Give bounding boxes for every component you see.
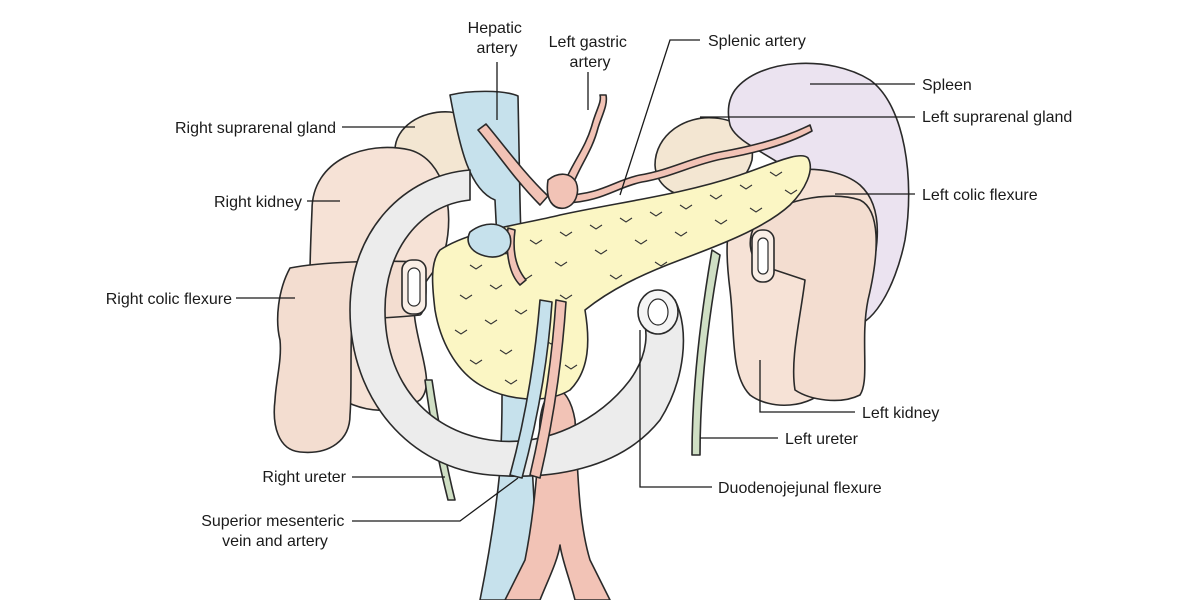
label-left-suprarenal-gland: Left suprarenal gland [922, 109, 1072, 126]
duodenum [349, 169, 685, 477]
label-superior-mesenteric-line2: vein and artery [222, 533, 328, 550]
label-right-suprarenal-gland: Right suprarenal gland [175, 120, 336, 137]
label-superior-mesenteric-line1: Superior mesenteric [201, 513, 344, 530]
hepatic-artery [477, 123, 549, 206]
pancreas-texture [454, 171, 798, 385]
leader-duodenojejunal-flexure [639, 330, 712, 488]
left-colic-flexure [749, 195, 877, 402]
coeliac-trunk [546, 173, 579, 209]
pancreas [431, 154, 812, 400]
label-left-kidney: Left kidney [862, 405, 939, 422]
leader-splenic-artery [619, 39, 700, 196]
left-colon-cut-lumen [757, 237, 769, 275]
label-hepatic-artery-line1: Hepatic [468, 20, 522, 37]
label-left-gastric-artery: Left gastric artery [549, 34, 632, 71]
label-spleen: Spleen [922, 77, 972, 94]
left-ureter [691, 249, 721, 456]
label-superior-mesenteric: Superior mesenteric vein and artery [201, 513, 349, 550]
label-left-ureter: Left ureter [785, 431, 859, 448]
label-left-colic-flexure: Left colic flexure [922, 187, 1038, 204]
label-hepatic-artery-line2: artery [477, 40, 518, 57]
right-colon-cut-lumen [407, 267, 421, 307]
splenic-artery [564, 124, 813, 204]
left-gastric-artery [561, 94, 608, 193]
superior-mesenteric-artery [529, 299, 567, 479]
portal-vein-cut [467, 223, 512, 258]
label-hepatic-artery: Hepatic artery [468, 20, 527, 57]
leader-superior-mesenteric [352, 477, 519, 522]
hepatic-artery-branch [506, 227, 527, 286]
label-splenic-artery: Splenic artery [708, 33, 806, 50]
superior-mesenteric-vein [509, 299, 553, 479]
label-right-kidney: Right kidney [214, 194, 302, 211]
label-duodenojejunal-flexure: Duodenojejunal flexure [718, 480, 882, 497]
duodenojejunal-flexure-lumen [647, 298, 669, 326]
label-left-gastric-line1: Left gastric [549, 34, 627, 51]
label-right-ureter: Right ureter [262, 469, 346, 486]
leader-left-kidney [759, 360, 855, 413]
label-left-gastric-line2: artery [570, 54, 611, 71]
label-right-colic-flexure: Right colic flexure [106, 291, 232, 308]
aorta [504, 389, 611, 600]
